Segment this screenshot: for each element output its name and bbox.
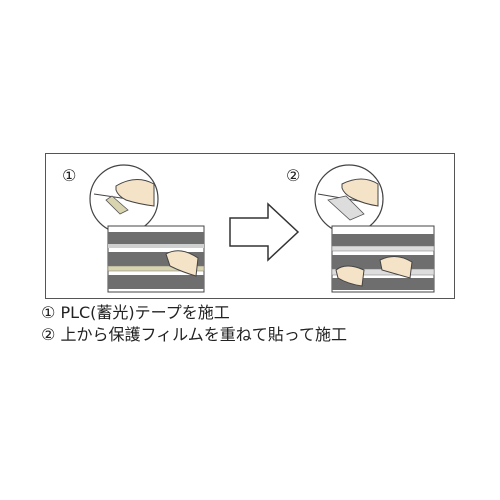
step-2-marker: ② <box>286 166 301 185</box>
step-2-caption-marker: ② <box>41 325 56 344</box>
protective-film <box>327 195 365 221</box>
applied-film <box>331 245 435 252</box>
hand-icon <box>379 256 413 279</box>
arrow-right-icon <box>229 202 300 262</box>
stair-nosing-top <box>108 244 204 248</box>
hand-icon <box>335 265 365 287</box>
hand-icon <box>341 178 379 207</box>
step-2-scene <box>314 164 435 293</box>
step-1-caption: ① PLC(蓄光)テープを施工 <box>41 302 347 324</box>
hand-icon <box>115 179 155 207</box>
caption-list: ① PLC(蓄光)テープを施工 ② 上から保護フィルムを重ねて貼って施工 <box>41 302 347 346</box>
step-2-caption: ② 上から保護フィルムを重ねて貼って施工 <box>41 324 347 346</box>
hand-icon <box>165 250 199 277</box>
step-2-caption-text: 上から保護フィルムを重ねて貼って施工 <box>60 325 347 344</box>
step-1-caption-marker: ① <box>41 303 56 322</box>
tape-strip <box>105 195 129 215</box>
stair-step-bottom <box>108 275 204 289</box>
instruction-figure: ① ② <box>45 153 455 299</box>
applied-tape <box>107 265 205 272</box>
step-1-marker: ① <box>62 166 77 185</box>
stair-step-top <box>332 234 434 246</box>
instruction-illustration <box>89 164 435 293</box>
stair-step-top <box>108 232 204 244</box>
step-1-scene <box>89 164 205 293</box>
step-1-caption-text: PLC(蓄光)テープを施工 <box>60 303 230 322</box>
